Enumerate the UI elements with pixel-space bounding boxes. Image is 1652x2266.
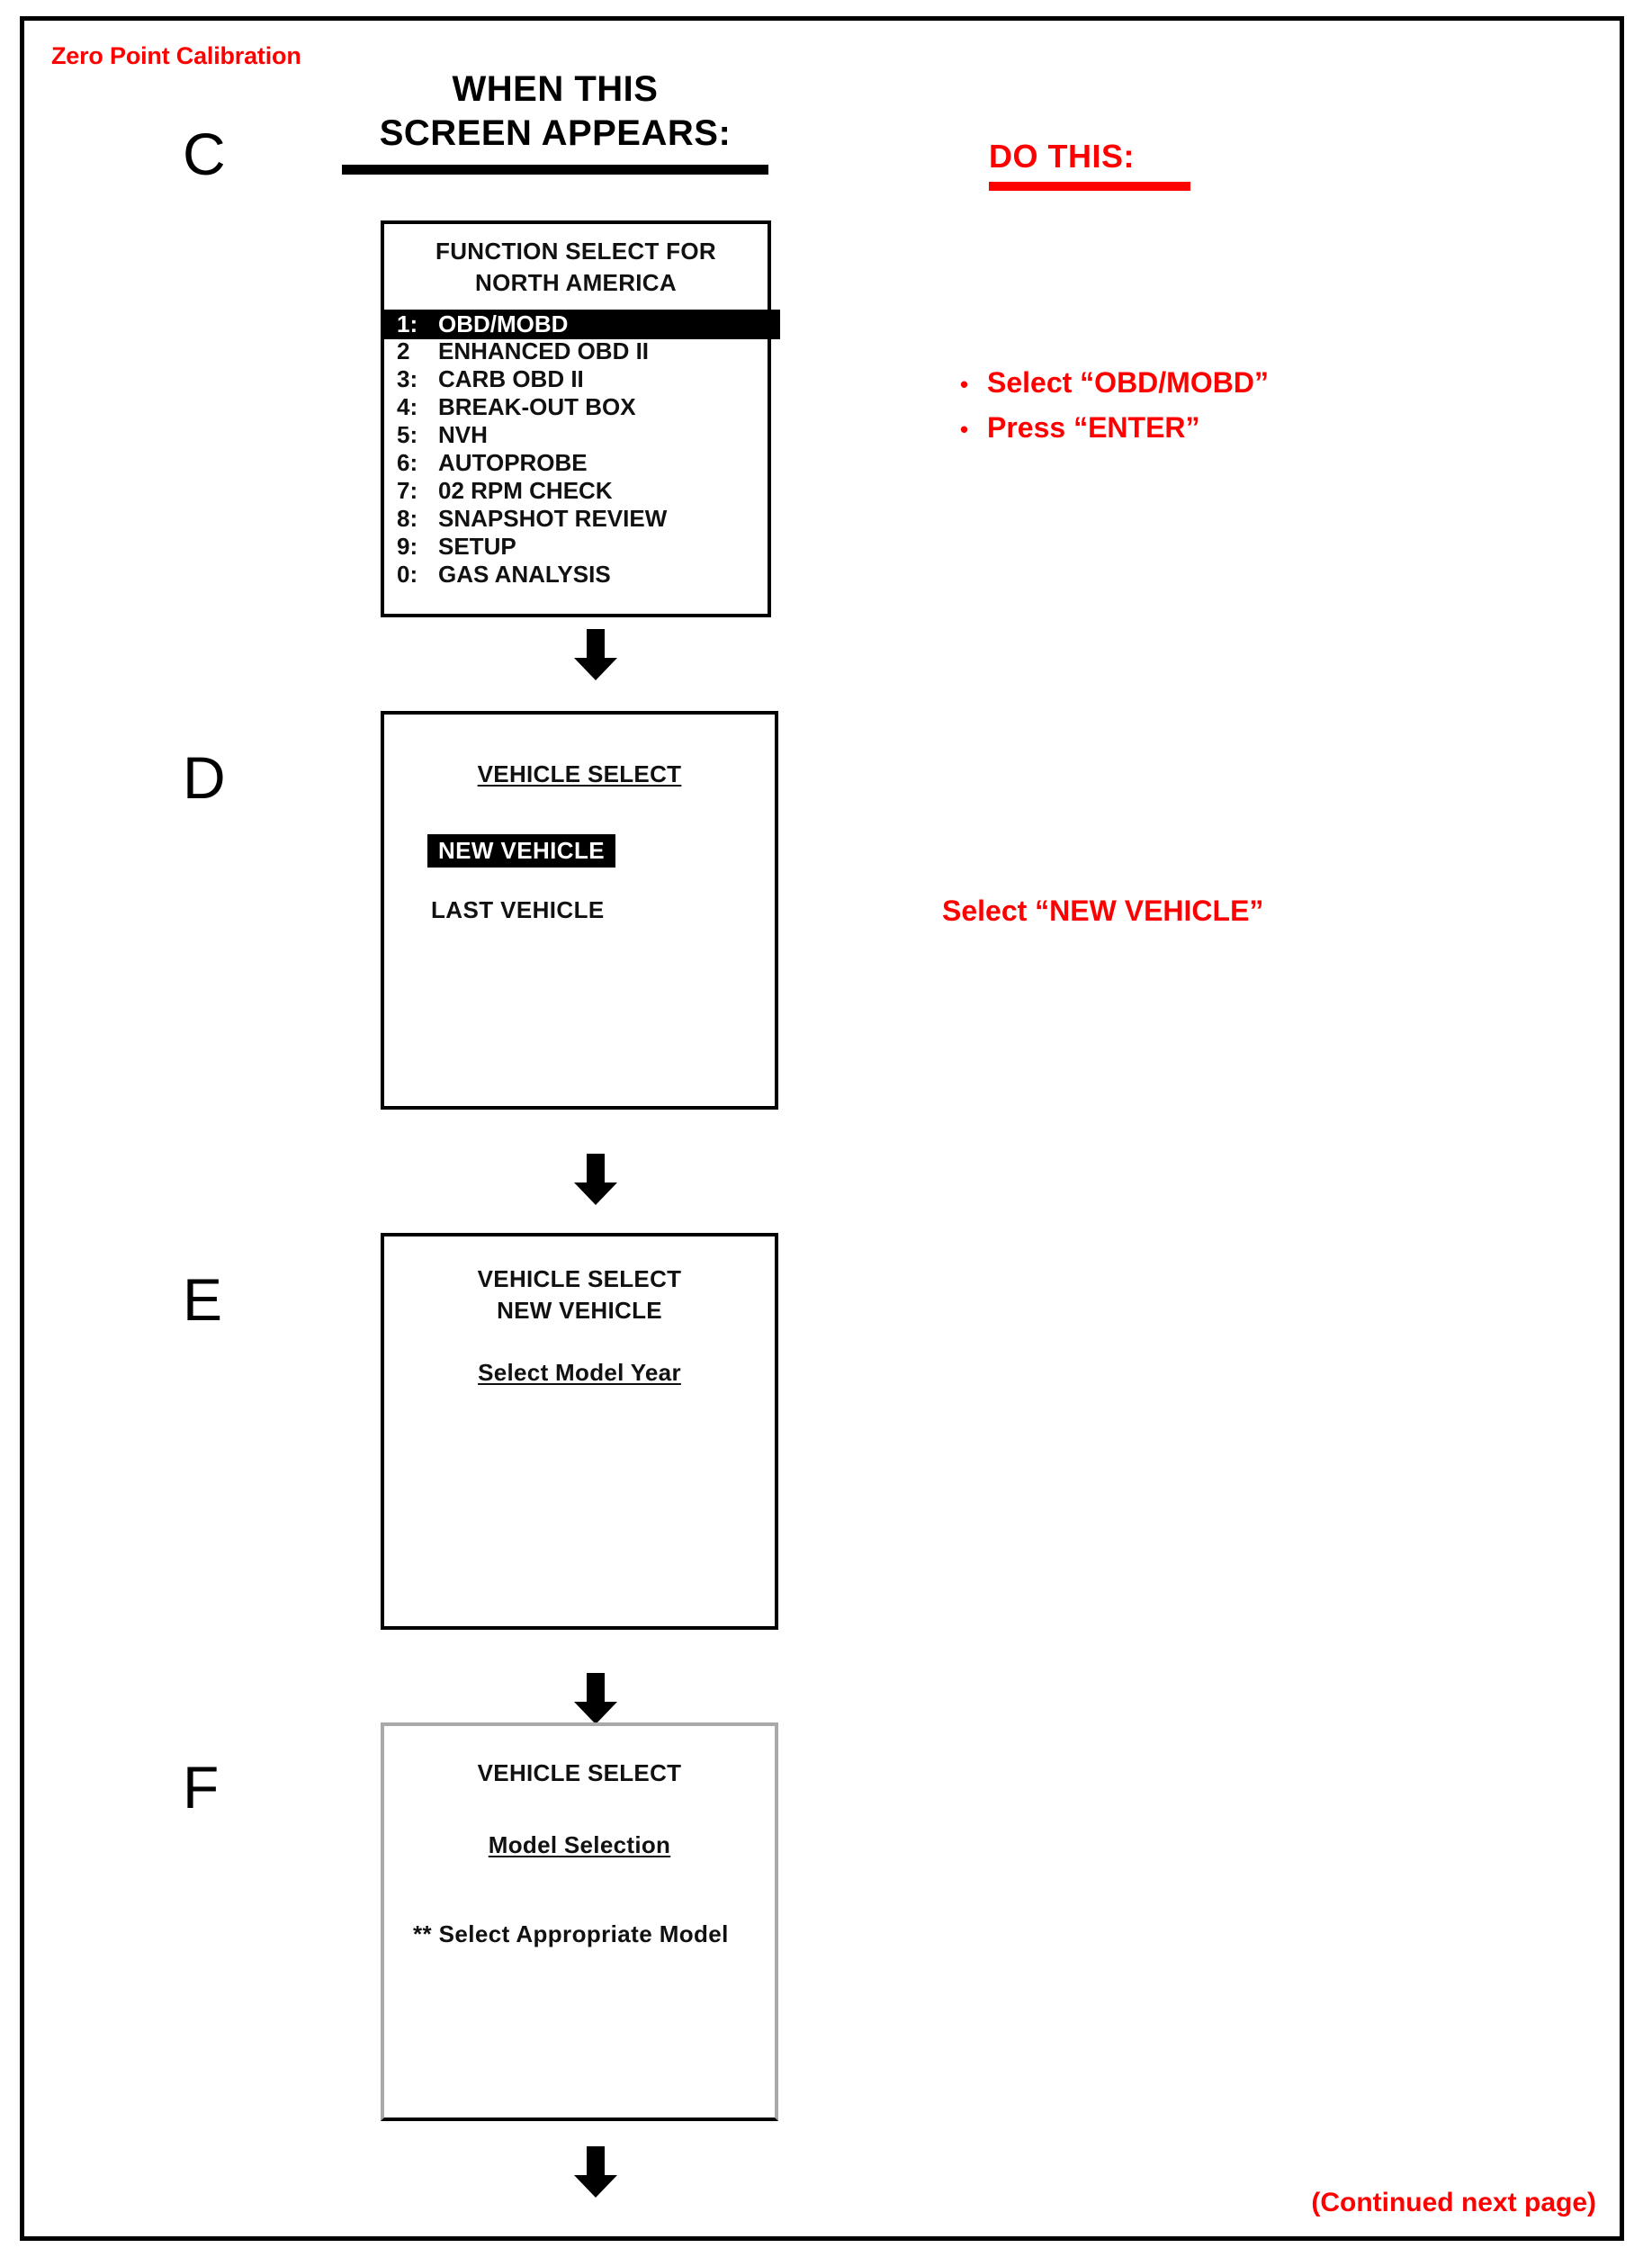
bullet-icon: • [960, 415, 969, 443]
step-letter-d: D [183, 744, 226, 811]
menu-item-break-out-box[interactable]: 4: BREAK-OUT BOX [384, 395, 768, 423]
menu-item-number: 8: [397, 504, 418, 532]
instruction-text: Select “OBD/MOBD” [987, 366, 1269, 399]
screen-e-title-line2: NEW VEHICLE [497, 1296, 662, 1324]
column-header-screen: WHEN THIS SCREEN APPEARS: [321, 67, 789, 175]
menu-item-autoprobe[interactable]: 6: AUTOPROBE [384, 451, 768, 479]
menu-item-setup[interactable]: 9: SETUP [384, 535, 768, 562]
screen-d-title: VEHICLE SELECT [477, 760, 682, 787]
menu-item-snapshot-review[interactable]: 8: SNAPSHOT REVIEW [384, 507, 768, 535]
menu-item-number: 9: [397, 532, 418, 560]
screen-d-selected-label: NEW VEHICLE [427, 833, 615, 868]
down-arrow-icon [574, 629, 617, 680]
instruction-item: • Select “OBD/MOBD” [960, 361, 1269, 406]
footer-continued-note: (Continued next page) [1311, 2188, 1596, 2217]
menu-item-label: GAS ANALYSIS [438, 560, 611, 588]
menu-item-number: 1: [397, 310, 418, 337]
screen-box-d: VEHICLE SELECT NEW VEHICLE LAST VEHICLE [381, 711, 778, 1110]
menu-item-number: 6: [397, 448, 418, 476]
menu-item-label: 02 RPM CHECK [438, 476, 613, 504]
column-header-action-label: DO THIS: [989, 138, 1135, 175]
menu-item-number: 5: [397, 420, 418, 448]
menu-item-label: CARB OBD II [438, 364, 584, 392]
instructions-step-c: • Select “OBD/MOBD” • Press “ENTER” [960, 361, 1269, 450]
column-header-screen-line2: SCREEN APPEARS: [379, 112, 732, 153]
menu-item-label: BREAK-OUT BOX [438, 392, 636, 420]
step-letter-c: C [183, 121, 226, 187]
menu-item-number: 0: [397, 560, 418, 588]
menu-item-obd-mobd[interactable]: 1: OBD/MOBD [384, 309, 780, 339]
menu-item-number: 3: [397, 364, 418, 392]
menu-item-label: OBD/MOBD [438, 310, 569, 337]
page-frame: Zero Point Calibration WHEN THIS SCREEN … [20, 16, 1624, 2241]
screen-f-note: ** Select Appropriate Model [413, 1920, 729, 1947]
document-tag: Zero Point Calibration [51, 42, 301, 69]
column-header-screen-line1: WHEN THIS [452, 69, 659, 109]
menu-item-gas-analysis[interactable]: 0: GAS ANALYSIS [384, 562, 768, 590]
function-select-menu: 1: OBD/MOBD 2 ENHANCED OBD II 3: CARB OBD II 4… [384, 309, 780, 590]
instruction-item: • Press “ENTER” [960, 406, 1269, 451]
screen-e-title-line1: VEHICLE SELECT [477, 1265, 682, 1292]
screen-c-title-line2: NORTH AMERICA [475, 268, 677, 296]
screen-box-f: VEHICLE SELECT Model Selection ** Select… [381, 1722, 778, 2121]
down-arrow-icon [574, 2146, 617, 2198]
menu-item-number: 7: [397, 476, 418, 504]
screen-box-e: VEHICLE SELECT NEW VEHICLE Select Model … [381, 1233, 778, 1630]
menu-item-carb-obd-ii[interactable]: 3: CARB OBD II [384, 367, 768, 395]
screen-d-selected-row[interactable]: NEW VEHICLE [384, 833, 775, 868]
step-letter-f: F [183, 1754, 220, 1821]
column-header-action: DO THIS: [989, 138, 1190, 191]
menu-item-02-rpm-check[interactable]: 7: 02 RPM CHECK [384, 479, 768, 507]
column-header-screen-underline [342, 164, 768, 175]
bullet-icon: • [960, 371, 969, 398]
screen-d-option-last-vehicle[interactable]: LAST VEHICLE [431, 895, 605, 923]
step-letter-e: E [183, 1266, 223, 1333]
down-arrow-icon [574, 1673, 617, 1724]
instructions-step-d: Select “NEW VEHICLE” [942, 889, 1263, 934]
menu-item-number: 2 [397, 337, 410, 364]
menu-item-label: SNAPSHOT REVIEW [438, 504, 668, 532]
menu-item-label: SETUP [438, 532, 516, 560]
menu-item-label: NVH [438, 420, 488, 448]
screen-f-title: VEHICLE SELECT [477, 1759, 682, 1786]
menu-item-label: AUTOPROBE [438, 448, 588, 476]
menu-item-nvh[interactable]: 5: NVH [384, 423, 768, 451]
menu-item-enhanced-obd-ii[interactable]: 2 ENHANCED OBD II [384, 339, 768, 367]
down-arrow-icon [574, 1154, 617, 1205]
menu-item-number: 4: [397, 392, 418, 420]
screen-c-title-line1: FUNCTION SELECT FOR [435, 238, 716, 265]
screen-f-subtitle: Model Selection [488, 1830, 671, 1858]
screen-box-c: FUNCTION SELECT FOR NORTH AMERICA 1: OBD/… [381, 220, 780, 617]
instruction-text: Select “NEW VEHICLE” [942, 895, 1264, 927]
screen-e-subtitle: Select Model Year [478, 1358, 681, 1386]
instruction-text: Press “ENTER” [987, 410, 1200, 444]
column-header-action-underline [989, 182, 1190, 191]
menu-item-label: ENHANCED OBD II [438, 337, 650, 364]
